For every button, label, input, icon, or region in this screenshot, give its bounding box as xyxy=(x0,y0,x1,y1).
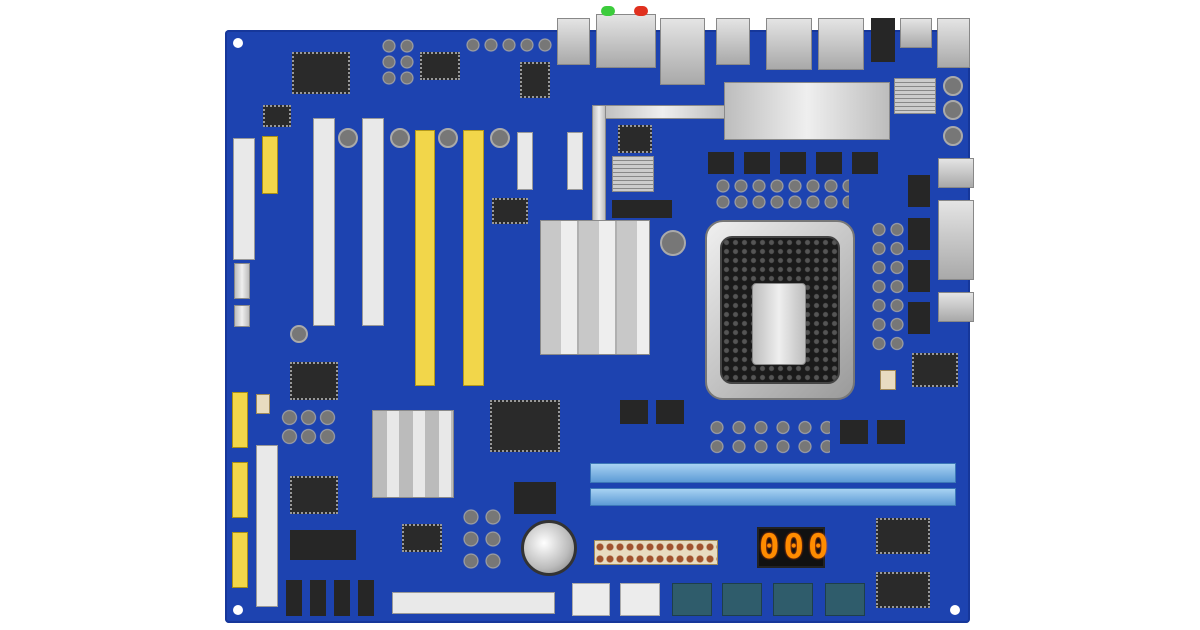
ethernet-port xyxy=(596,14,656,68)
ps2-port xyxy=(900,18,932,48)
capacitor-array xyxy=(380,38,416,86)
pci-slot xyxy=(313,118,335,326)
capacitor xyxy=(338,128,358,148)
debug-display: 000 xyxy=(757,527,833,568)
small-slot xyxy=(517,132,533,190)
atx-power-connector xyxy=(594,540,718,565)
mosfet-array xyxy=(286,580,376,616)
capacitor xyxy=(234,305,250,327)
serial-port xyxy=(938,158,974,188)
usb-port xyxy=(557,18,590,65)
chip-grid xyxy=(612,156,654,192)
usb-port xyxy=(766,18,812,70)
mosfet xyxy=(908,218,930,250)
capacitor-array xyxy=(714,178,849,210)
mosfet xyxy=(852,152,878,174)
fan-header xyxy=(620,583,660,616)
mosfet xyxy=(744,152,770,174)
mount-hole xyxy=(950,605,960,615)
chip xyxy=(263,105,291,127)
chip xyxy=(290,476,338,514)
capacitor xyxy=(438,128,458,148)
mosfet xyxy=(877,420,905,444)
vga-port xyxy=(938,200,974,280)
chip xyxy=(876,518,930,554)
mosfet xyxy=(620,400,648,424)
mosfet xyxy=(840,420,868,444)
ps2-port xyxy=(937,18,970,68)
usb-header xyxy=(722,583,762,616)
capacitor xyxy=(490,128,510,148)
header-pins xyxy=(262,136,278,194)
capacitor xyxy=(390,128,410,148)
capacitor-array xyxy=(706,418,830,456)
capacitor xyxy=(943,76,963,96)
header-pins xyxy=(232,462,248,518)
usb-port xyxy=(716,18,750,65)
capacitor xyxy=(943,100,963,120)
heatpipe xyxy=(592,105,606,225)
mosfet xyxy=(290,530,356,560)
mount-hole xyxy=(233,605,243,615)
power-led xyxy=(601,6,615,16)
serial-port xyxy=(938,292,974,322)
heatpipe xyxy=(600,105,725,119)
mosfet xyxy=(514,482,556,514)
ram-slot xyxy=(590,463,956,483)
chip xyxy=(618,125,652,153)
jumper xyxy=(256,394,270,414)
hdd-led xyxy=(634,6,648,16)
ram-slot xyxy=(590,488,956,506)
northbridge-heatsink xyxy=(540,220,650,355)
chip-grid xyxy=(894,78,936,114)
audio-port xyxy=(660,18,705,85)
southbridge-heatsink xyxy=(372,410,454,498)
pcie-slot xyxy=(415,130,435,386)
pcie-slot xyxy=(463,130,484,386)
usb-header xyxy=(825,583,865,616)
capacitor xyxy=(234,263,250,299)
mosfet xyxy=(708,152,734,174)
mosfet xyxy=(908,175,930,207)
mosfet xyxy=(908,260,930,292)
mosfet xyxy=(816,152,842,174)
capacitor xyxy=(290,325,308,343)
capacitor-array xyxy=(870,220,906,355)
capacitor xyxy=(943,126,963,146)
vrm-heatsink xyxy=(724,82,890,140)
chip xyxy=(876,572,930,608)
header-pins xyxy=(232,532,248,588)
pci-slot xyxy=(362,118,384,326)
usb-header xyxy=(672,583,712,616)
capacitor-array xyxy=(460,506,504,572)
capacitor xyxy=(660,230,686,256)
mosfet xyxy=(908,302,930,334)
header-pins xyxy=(232,392,248,448)
chip xyxy=(912,353,958,387)
power-jack xyxy=(871,18,895,62)
usb-header xyxy=(773,583,813,616)
mosfet xyxy=(612,200,672,218)
floppy-connector xyxy=(256,445,278,607)
chip xyxy=(402,524,442,552)
fan-header xyxy=(572,583,610,616)
ide-connector xyxy=(233,138,255,260)
jumper xyxy=(880,370,896,390)
chip xyxy=(290,362,338,400)
usb-port xyxy=(818,18,864,70)
chip xyxy=(490,400,560,452)
cpu-socket-center xyxy=(752,283,806,365)
chip xyxy=(520,62,550,98)
capacitor-array xyxy=(280,408,336,446)
chip xyxy=(420,52,460,80)
ide-connector xyxy=(392,592,555,614)
mount-hole xyxy=(233,38,243,48)
mosfet xyxy=(656,400,684,424)
chip xyxy=(492,198,528,224)
mosfet xyxy=(780,152,806,174)
chip xyxy=(292,52,350,94)
cmos-battery xyxy=(521,520,577,576)
small-slot xyxy=(567,132,583,190)
capacitor-array xyxy=(464,36,556,56)
